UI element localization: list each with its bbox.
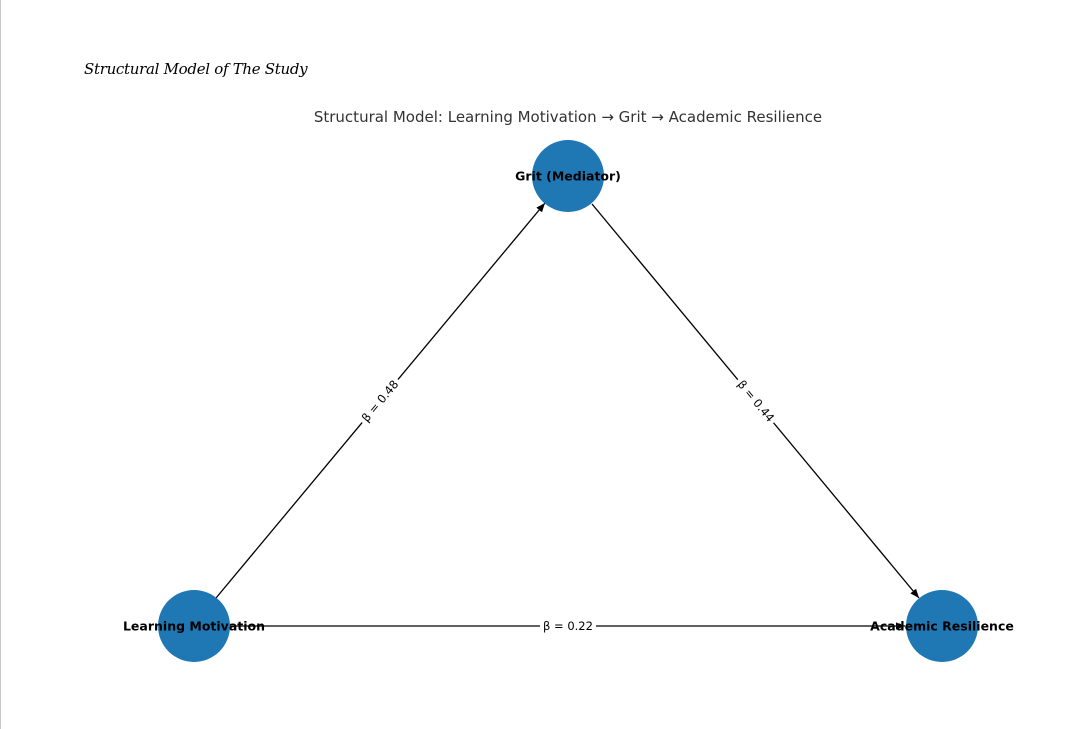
edge-label-lm-ar: β = 0.22 [540, 618, 596, 634]
diagram-title: Structural Model: Learning Motivation → … [314, 108, 822, 126]
edge-label-text: β = 0.48 [359, 377, 402, 424]
page-left-border [0, 0, 1, 729]
node-grit-mediator: Grit (Mediator) [515, 140, 621, 212]
edge-label-lm-grit: β = 0.48 [355, 374, 405, 428]
edge-label-text: β = 0.44 [735, 377, 778, 424]
figure-caption: Structural Model of The Study [84, 60, 308, 78]
edge-label-text: β = 0.22 [543, 619, 593, 633]
node-label: Grit (Mediator) [515, 169, 621, 184]
node-label: Learning Motivation [123, 619, 265, 634]
node-circle [532, 140, 604, 212]
node-circle [158, 590, 230, 662]
node-circle [906, 590, 978, 662]
node-label: Academic Resilience [870, 619, 1014, 634]
edge-label-grit-ar: β = 0.44 [731, 374, 781, 428]
node-learning-motivation: Learning Motivation [123, 590, 265, 662]
node-academic-resilience: Academic Resilience [870, 590, 1014, 662]
